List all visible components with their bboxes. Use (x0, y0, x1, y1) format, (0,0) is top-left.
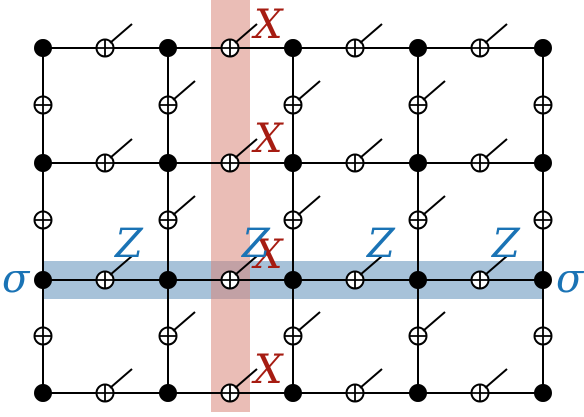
column-highlight-band (211, 0, 250, 412)
x-operator-label: X (251, 2, 284, 48)
z-operator-label: Z (113, 221, 144, 267)
sigma-label-left: σ (2, 256, 31, 302)
qubit-tail (422, 80, 446, 101)
x-operator-label: X (251, 232, 284, 278)
vertical-edge-qubit (408, 195, 446, 230)
qubit-tail (109, 138, 133, 159)
lattice-vertex (284, 384, 302, 402)
horizontal-edge-qubit (220, 368, 258, 403)
qubit-tail (297, 311, 321, 332)
lattice-vertex (34, 154, 52, 172)
lattice-vertex (409, 271, 427, 289)
qubit-tail (234, 368, 258, 389)
qubit-tail (359, 138, 383, 159)
qubit-tail (297, 80, 321, 101)
qubit-tail (359, 368, 383, 389)
vertical-edge-qubit (158, 80, 196, 115)
lattice-vertex (534, 384, 552, 402)
qubit-tail (297, 195, 321, 216)
horizontal-edge-qubit (345, 23, 383, 58)
lattice-vertex (409, 384, 427, 402)
lattice-vertex (534, 271, 552, 289)
x-operator-label: X (251, 347, 284, 393)
lattice-vertex (409, 39, 427, 57)
qubit-tail (359, 23, 383, 44)
lattice-vertex (159, 154, 177, 172)
lattice-vertex (284, 271, 302, 289)
vertical-edge-qubit (283, 311, 321, 346)
lattice-vertex (34, 271, 52, 289)
lattice-vertex (284, 39, 302, 57)
horizontal-edge-qubit (470, 368, 508, 403)
vertical-edge-qubit (33, 326, 53, 346)
lattice-vertex (534, 39, 552, 57)
vertical-edge-qubit (283, 80, 321, 115)
qubit-tail (172, 195, 196, 216)
vertical-edge-qubit (33, 210, 53, 230)
vertical-edge-qubit (533, 326, 553, 346)
edge-qubits (33, 23, 553, 403)
horizontal-edge-qubit (95, 138, 133, 173)
horizontal-edge-qubit (220, 23, 258, 58)
qubit-tail (172, 80, 196, 101)
qubit-tail (422, 311, 446, 332)
qubit-tail (422, 195, 446, 216)
vertical-edge-qubit (408, 311, 446, 346)
sigma-label-right: σ (556, 256, 584, 302)
horizontal-edge-qubit (345, 138, 383, 173)
vertical-edge-qubit (33, 95, 53, 115)
qubit-tail (109, 23, 133, 44)
vertical-edge-qubit (158, 195, 196, 230)
lattice-vertex (534, 154, 552, 172)
lattice-vertex (284, 154, 302, 172)
lattice-vertex (409, 154, 427, 172)
vertical-edge-qubit (158, 311, 196, 346)
qubit-tail (484, 368, 508, 389)
qubit-tail (234, 23, 258, 44)
horizontal-edge-qubit (470, 23, 508, 58)
lattice-vertices (34, 39, 552, 402)
qubit-tail (484, 255, 508, 276)
z-operator-label: Z (365, 221, 396, 267)
horizontal-edge-qubit (95, 255, 133, 290)
qubit-tail (234, 138, 258, 159)
qubit-tail (484, 23, 508, 44)
vertical-edge-qubit (533, 95, 553, 115)
horizontal-edge-qubit (345, 368, 383, 403)
qubit-tail (109, 255, 133, 276)
horizontal-edge-qubit (220, 138, 258, 173)
x-operator-label: X (251, 116, 284, 162)
vertical-edge-qubit (533, 210, 553, 230)
horizontal-edge-qubit (470, 138, 508, 173)
qubit-tail (234, 255, 258, 276)
qubit-tail (109, 368, 133, 389)
lattice-vertex (34, 384, 52, 402)
lattice-vertex (34, 39, 52, 57)
vertical-edge-qubit (283, 195, 321, 230)
lattice-vertex (159, 271, 177, 289)
horizontal-edge-qubit (220, 255, 258, 290)
qubit-tail (359, 255, 383, 276)
horizontal-edge-qubit (95, 368, 133, 403)
qubit-tail (484, 138, 508, 159)
vertical-edge-qubit (408, 80, 446, 115)
lattice-vertex (159, 39, 177, 57)
qubit-tail (172, 311, 196, 332)
z-operator-label: Z (240, 221, 271, 267)
horizontal-edge-qubit (470, 255, 508, 290)
horizontal-edge-qubit (95, 23, 133, 58)
horizontal-edge-qubit (345, 255, 383, 290)
z-operator-label: Z (490, 221, 521, 267)
lattice-vertex (159, 384, 177, 402)
